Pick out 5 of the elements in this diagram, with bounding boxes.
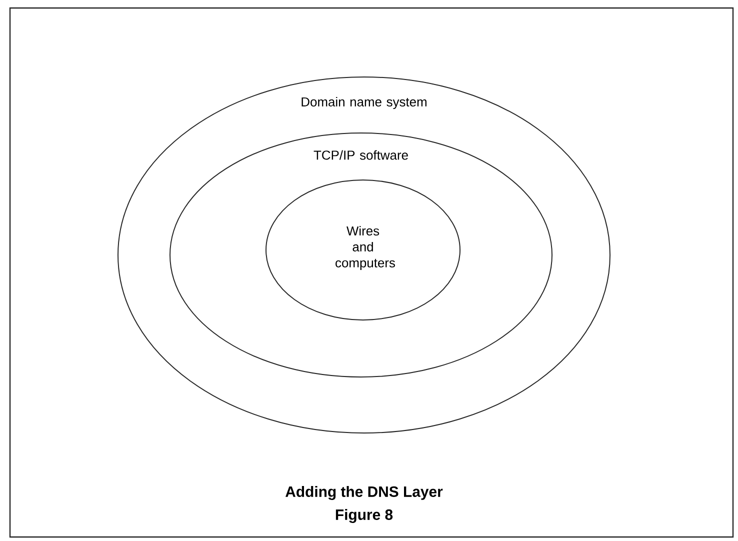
figure-caption: Adding the DNS Layer (286, 486, 443, 500)
layer-label: Domain name system (302, 96, 426, 110)
figure-number: Figure 8 (336, 509, 393, 523)
layer-label: TCP/IP software (314, 150, 408, 160)
layer-label: Wires and computers (336, 226, 395, 270)
